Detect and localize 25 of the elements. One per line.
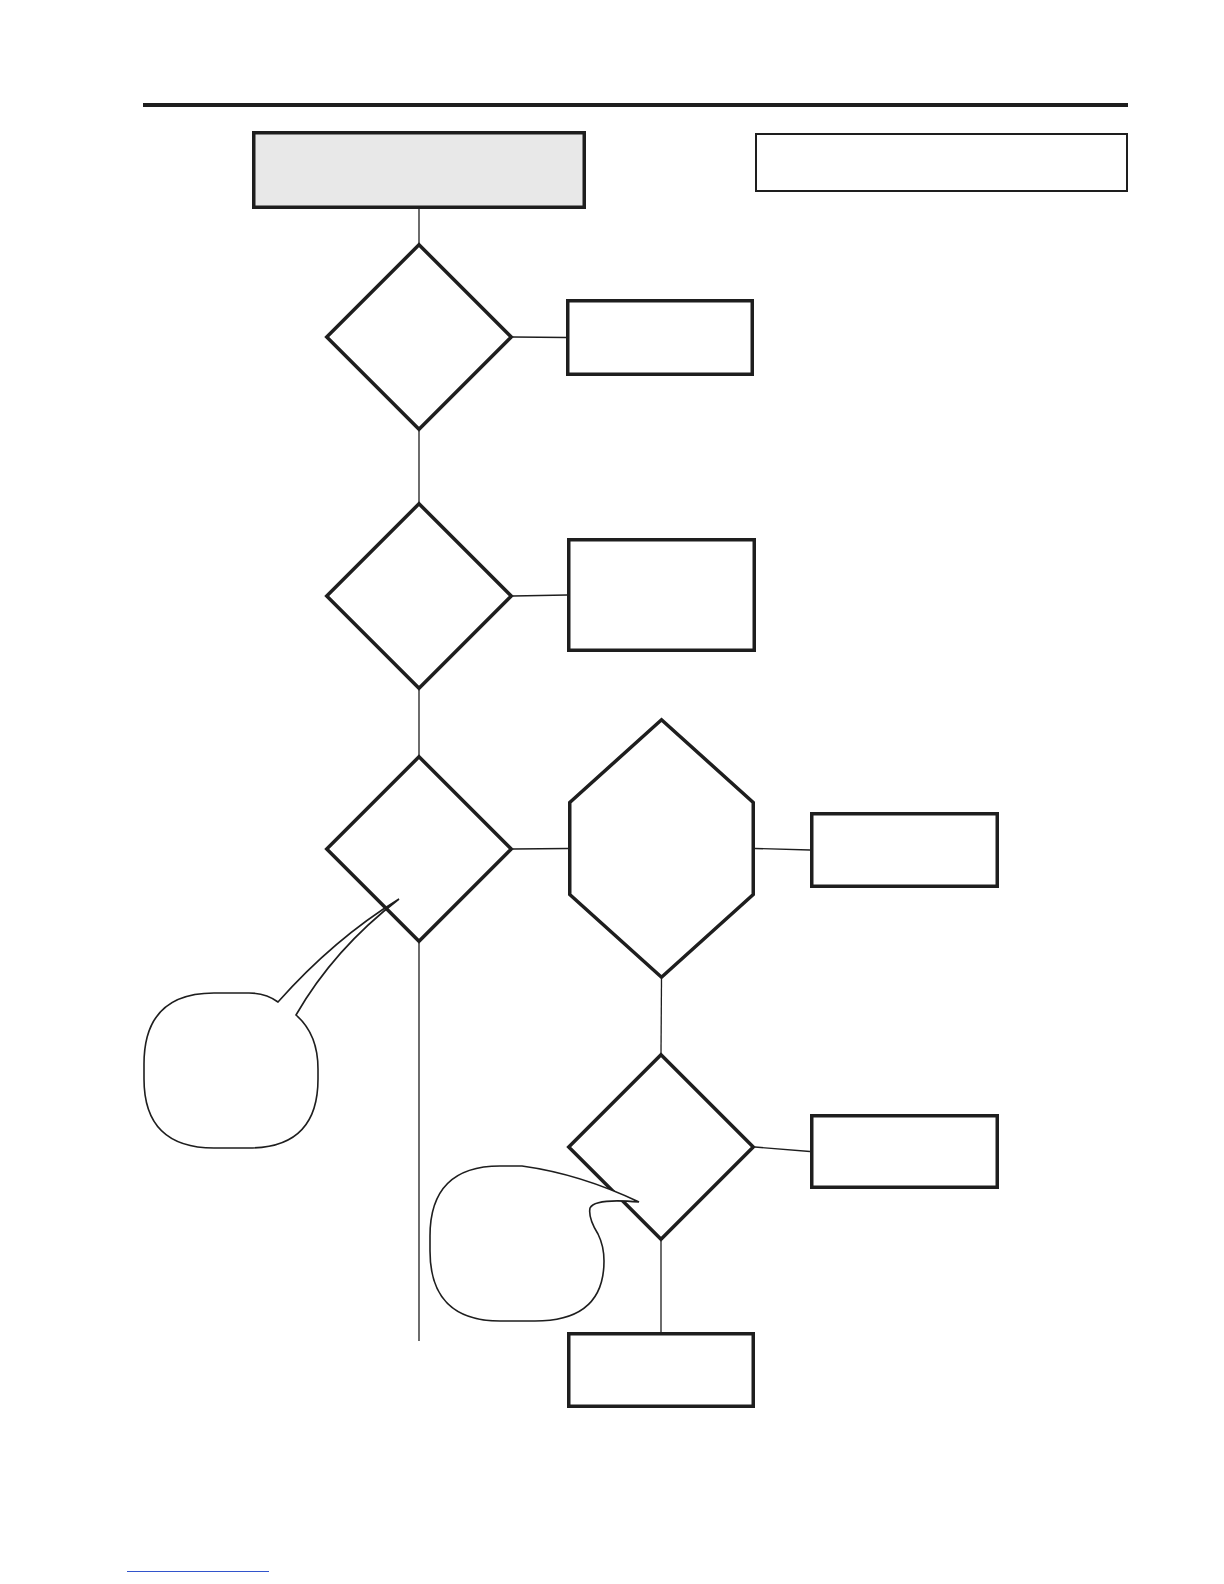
connector-line bbox=[660, 1240, 662, 1333]
hexagon-shape bbox=[568, 718, 755, 979]
process-box bbox=[755, 133, 1128, 192]
connector-line bbox=[418, 208, 420, 244]
process-box bbox=[810, 1114, 999, 1189]
connector-line bbox=[512, 847, 569, 850]
process-box bbox=[567, 1332, 755, 1408]
speech-bubble bbox=[430, 1166, 640, 1321]
connector-line bbox=[754, 1146, 811, 1153]
decision-diamond bbox=[325, 502, 513, 690]
process-box bbox=[566, 299, 754, 376]
decision-diamond bbox=[325, 755, 513, 943]
connector-line bbox=[418, 942, 420, 1342]
process-box bbox=[567, 538, 756, 652]
connector-line bbox=[512, 594, 568, 597]
process-box bbox=[252, 131, 586, 209]
connector-line bbox=[512, 336, 567, 339]
speech-bubble bbox=[144, 899, 400, 1148]
process-box bbox=[810, 812, 999, 888]
connector-line bbox=[660, 978, 663, 1054]
decision-diamond bbox=[325, 243, 513, 431]
connector-line bbox=[754, 847, 811, 851]
connector-line bbox=[418, 430, 420, 503]
connector-line bbox=[418, 689, 420, 756]
decision-diamond bbox=[567, 1053, 755, 1241]
